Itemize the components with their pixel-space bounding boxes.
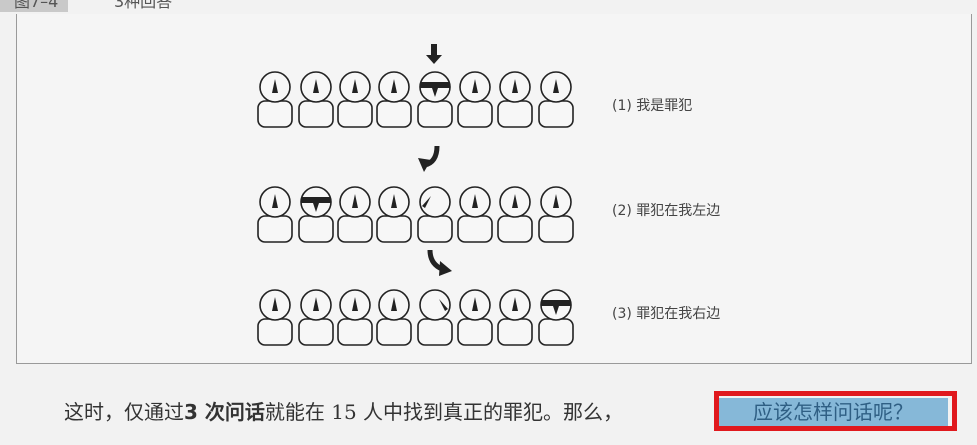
row-1-caption: (1) 我是罪犯 (612, 98, 693, 114)
figure-label: 图7–4 (0, 0, 69, 12)
paragraph-middle: 就能在 15 人中找到真正的罪犯。那么 (264, 400, 604, 424)
row-1-people (257, 71, 574, 128)
arrow-down-icon (426, 44, 442, 64)
paragraph-text: 这时，仅通过3 次问话就能在 15 人中找到真正的罪犯。那么， (64, 396, 623, 428)
culprit-person (417, 71, 453, 128)
paragraph-comma: ， (603, 400, 624, 424)
culprit-person (538, 289, 574, 346)
paragraph-before: 这时，仅通过 (64, 400, 184, 424)
figure-frame (16, 14, 972, 364)
row-3-caption: (3) 罪犯在我右边 (612, 306, 721, 322)
paragraph-bold: 3 次问话 (184, 400, 265, 424)
row-2-caption: (2) 罪犯在我左边 (612, 203, 721, 219)
figure-header: 图7–4 3种回答 (0, 0, 977, 14)
arrow-curve-left-icon (418, 145, 440, 172)
culprit-person (298, 186, 334, 243)
arrow-curve-right-icon (427, 249, 452, 276)
row-2-people (257, 186, 574, 243)
row-3-people (257, 289, 574, 346)
suspect-diagram (257, 44, 574, 346)
figure-title: 3种回答 (114, 0, 173, 11)
highlighted-question[interactable]: 应该怎样问话呢？ (718, 398, 948, 426)
annotation-red-box (714, 391, 957, 431)
